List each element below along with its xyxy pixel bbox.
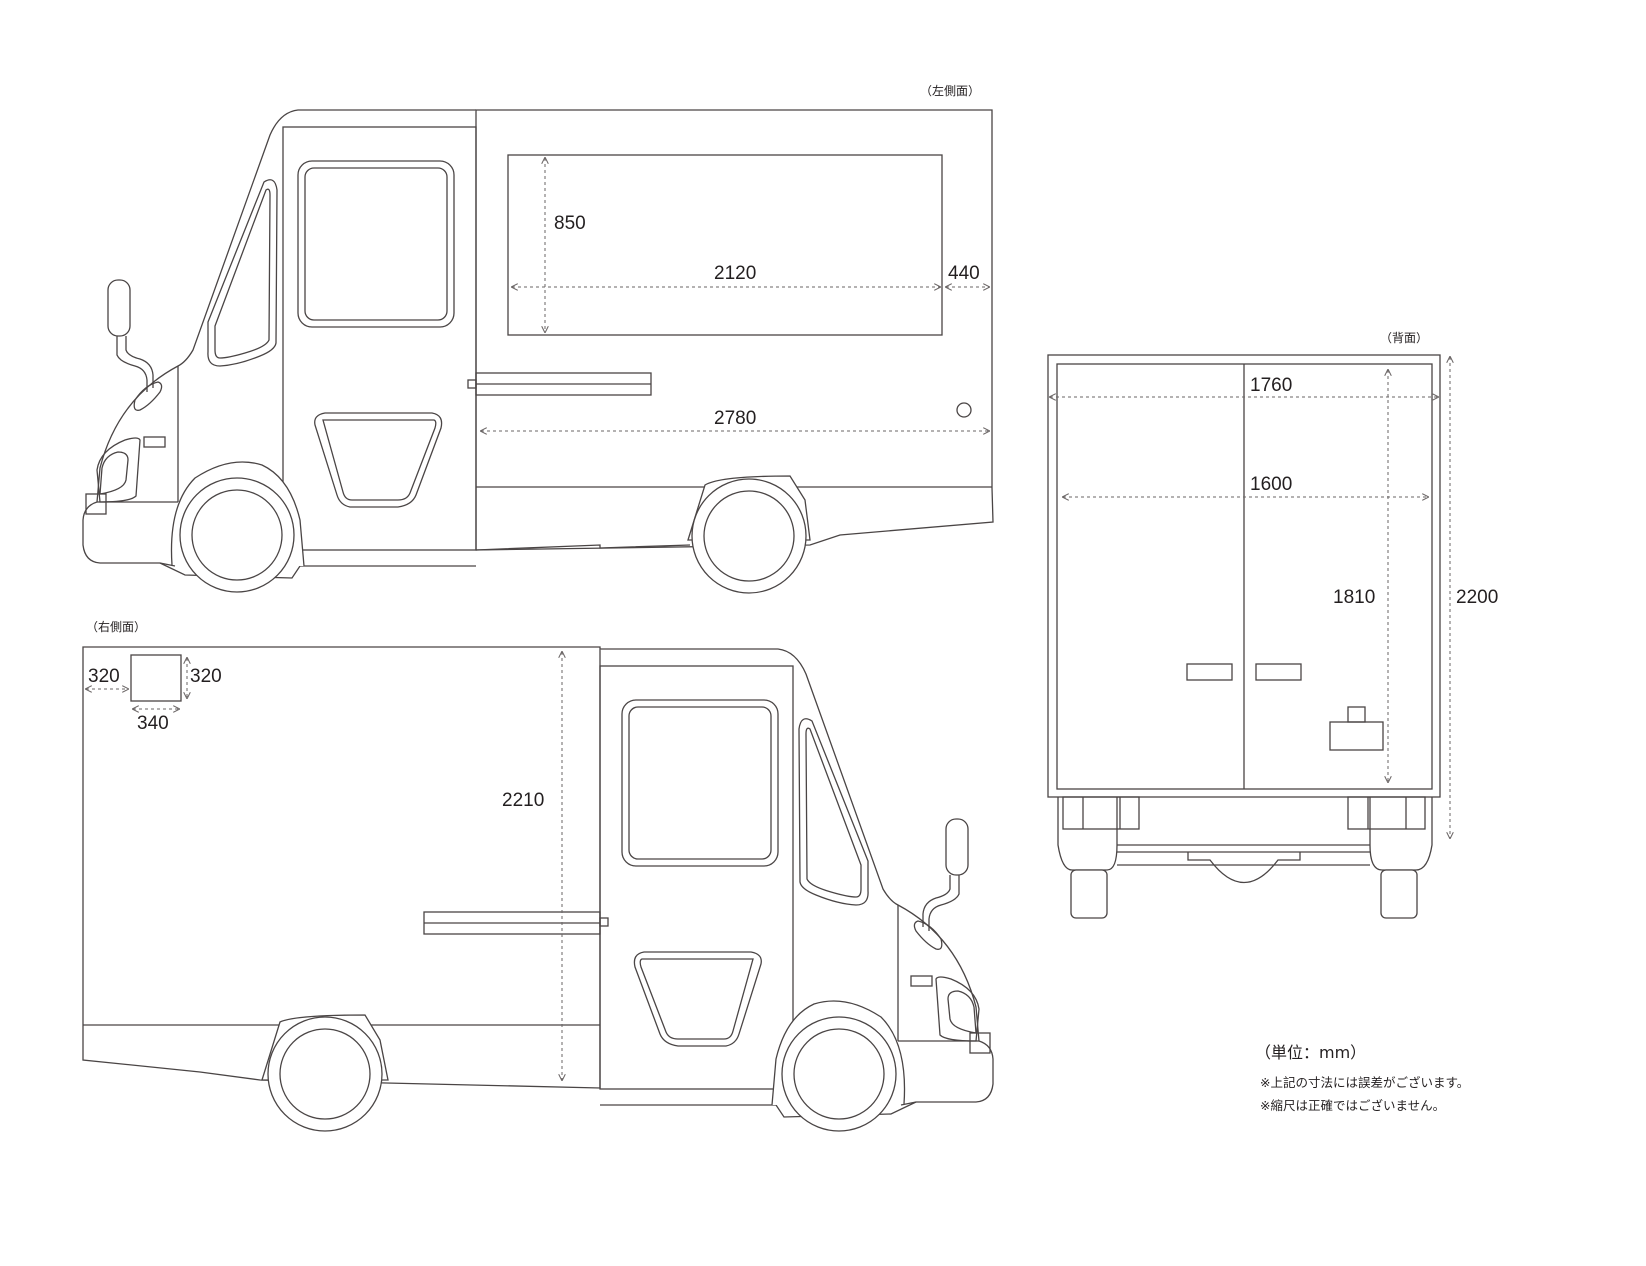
- dim-window-height: 850: [554, 213, 586, 234]
- door-handle-left: [1186, 663, 1233, 681]
- left-side-view: （左側面） 850 2120 440 2780: [82, 83, 994, 594]
- dim-inner-width: 1600: [1250, 474, 1292, 495]
- dim-window-width: 2120: [714, 263, 756, 284]
- door-handle-right: [1255, 663, 1302, 681]
- dim-outer-width: 1760: [1250, 375, 1292, 396]
- right-view-label: （右側面）: [86, 619, 146, 634]
- rear-wheel: [267, 1016, 383, 1132]
- dim-inner-height: 1810: [1333, 587, 1375, 608]
- right-side-view: （右側面） 320 320 340 2210: [82, 619, 994, 1132]
- fuel-cap: [956, 402, 972, 418]
- note-scale: ※縮尺は正確ではございません。: [1260, 1098, 1445, 1113]
- rear-tire-right: [1380, 869, 1418, 919]
- dim-vent-height: 320: [190, 666, 222, 687]
- dim-vent-width: 340: [137, 713, 169, 734]
- dim-vent-from-rear: 320: [88, 666, 120, 687]
- cargo-box: [475, 109, 994, 551]
- dim-box-height: 2210: [502, 790, 544, 811]
- dim-total-height: 2200: [1456, 587, 1498, 608]
- dim-window-to-rear: 440: [948, 263, 980, 284]
- unit-label: （単位：mm）: [1255, 1043, 1366, 1062]
- cab: [82, 109, 477, 593]
- rear-wheel: [691, 478, 807, 594]
- back-view: （背面） 1760 1600 1810 2200: [1047, 331, 1498, 919]
- vent: [130, 654, 182, 702]
- note-tolerance: ※上記の寸法には誤差がございます。: [1260, 1075, 1469, 1090]
- left-view-label: （左側面）: [920, 83, 980, 98]
- dim-box-length: 2780: [714, 408, 756, 429]
- back-view-label: （背面）: [1380, 331, 1428, 345]
- rear-tire-left: [1070, 869, 1108, 919]
- notes: （単位：mm） ※上記の寸法には誤差がございます。 ※縮尺は正確ではございません…: [1255, 1043, 1469, 1113]
- serving-window: [507, 154, 943, 336]
